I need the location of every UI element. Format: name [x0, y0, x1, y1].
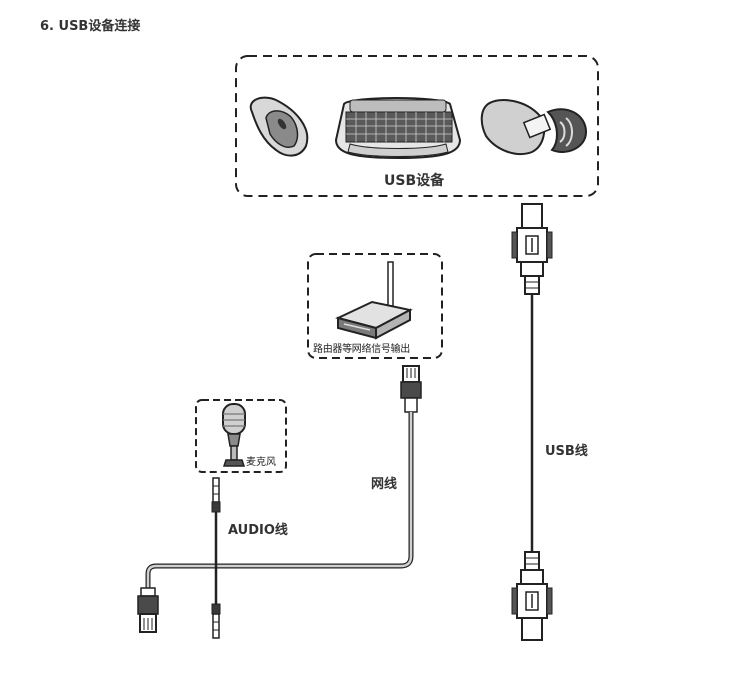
audio-jack-icon [211, 477, 221, 513]
network-cable-label: 网线 [371, 477, 398, 492]
router-icon [335, 261, 413, 340]
usb-plug-icon [511, 203, 553, 295]
usb-cable-label: USB线 [545, 444, 588, 459]
section-title: 6. USB设备连接 [40, 19, 141, 34]
usb-devices-label: USB设备 [384, 173, 445, 189]
microphone-label: 麦克风 [246, 457, 276, 468]
microphone-box [195, 399, 287, 473]
audio-cable-label: AUDIO线 [228, 523, 288, 538]
usb-plug-icon [511, 551, 553, 641]
keyboard-icon [334, 97, 462, 160]
rj45-plug-icon [137, 587, 159, 633]
router-label: 路由器等网络信号输出 [313, 344, 410, 355]
usb-devices-box [235, 55, 599, 197]
network-cable-line [145, 412, 414, 588]
router-box [307, 253, 443, 359]
mouse-icon [249, 96, 309, 157]
microphone-icon [222, 403, 246, 467]
usb-drive-icon [480, 99, 588, 155]
rj45-plug-icon [400, 365, 422, 413]
audio-jack-icon [211, 603, 221, 639]
